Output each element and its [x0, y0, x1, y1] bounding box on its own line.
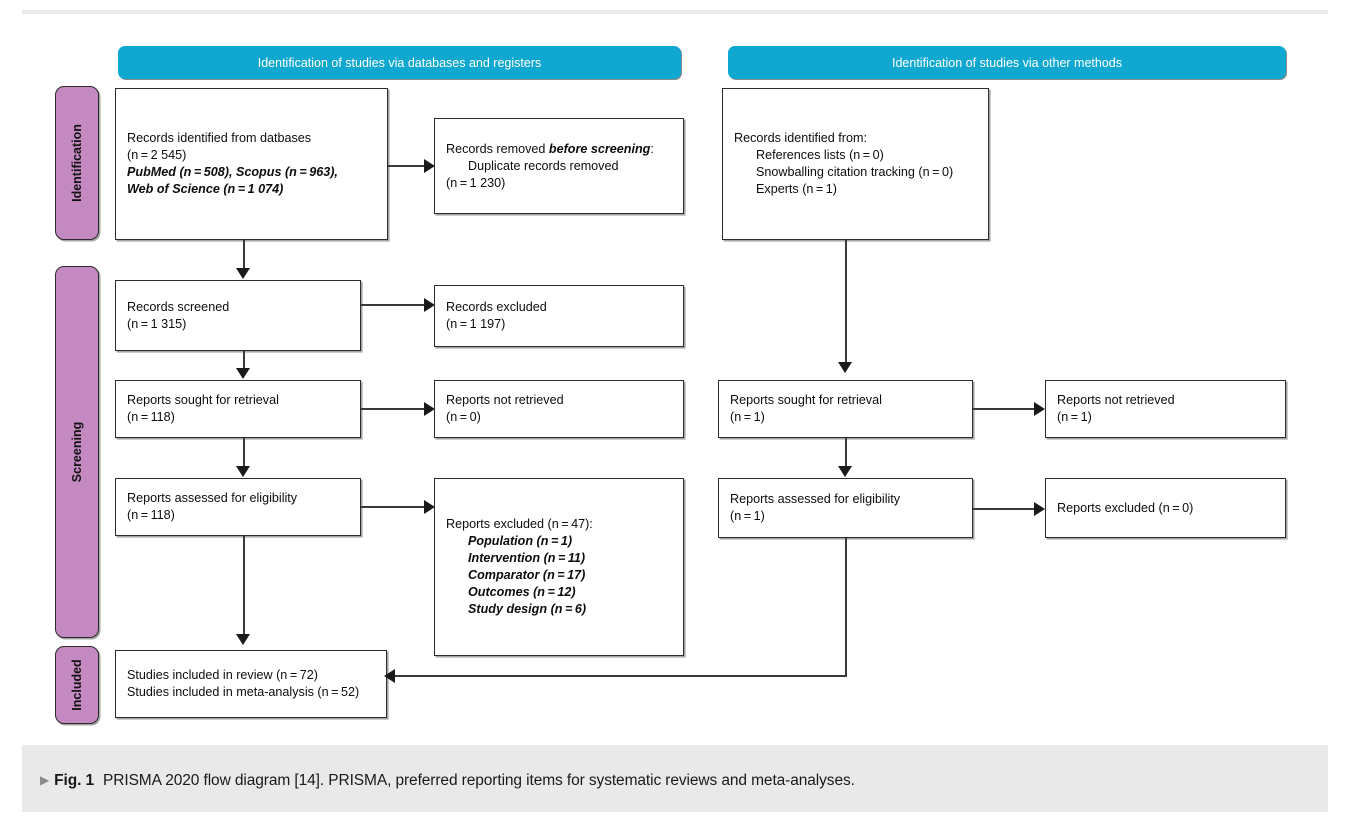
records-identified-other-snowballing: Snowballing citation tracking (n = 0)	[756, 165, 954, 179]
records-removed-line3: (n = 1 230)	[446, 175, 506, 190]
phase-tab-screening-label: Screening	[70, 421, 84, 483]
figure-caption: ▶ Fig. 1 PRISMA 2020 flow diagram [14]. PR…	[40, 772, 1310, 790]
records-identified-other-references: References lists (n = 0)	[756, 148, 884, 162]
box-reports-not-retrieved-left: Reports not retrieved (n = 0)	[434, 380, 684, 438]
phase-tab-identification: Identification	[55, 86, 99, 240]
caption-band	[22, 752, 1328, 812]
records-excluded-line1: Records excluded	[446, 300, 547, 314]
arrow-l3-to-l4	[236, 466, 250, 477]
records-removed-line2: Duplicate records removed	[468, 158, 619, 173]
records-identified-other-experts: Experts (n = 1)	[756, 182, 837, 196]
box-reports-sought-right: Reports sought for retrieval (n = 1)	[718, 380, 973, 438]
reports-excluded-right-line1: Reports excluded (n = 0)	[1057, 500, 1194, 515]
reports-sought-left-line1: Reports sought for retrieval	[127, 393, 279, 407]
box-reports-assessed-right: Reports assessed for eligibility (n = 1)	[718, 478, 973, 538]
caption-triangle-icon: ▶	[40, 773, 50, 787]
arrow-l2-to-l2x	[424, 298, 435, 312]
arrow-r3-to-r3x	[1034, 502, 1045, 516]
box-records-identified-databases: Records identified from datbases (n = 2 …	[115, 88, 388, 240]
phase-tab-included-label: Included	[70, 659, 84, 711]
records-screened-line2: (n = 1 315)	[127, 316, 187, 331]
arrow-l4-to-l4x	[424, 500, 435, 514]
box-records-screened: Records screened (n = 1 315)	[115, 280, 361, 351]
reports-assessed-left-line1: Reports assessed for eligibility	[127, 491, 298, 505]
connector-l1-to-l2	[243, 240, 245, 270]
reports-excluded-heading: Reports excluded (n = 47):	[446, 517, 593, 531]
records-identified-line3: PubMed (n = 508), Scopus (n = 963),	[127, 165, 338, 179]
records-removed-line1-prefix: Records removed	[446, 141, 549, 156]
records-identified-line2: (n = 2 545)	[127, 148, 187, 162]
connector-l4-to-l5	[243, 536, 245, 635]
arrow-l1-to-l2	[236, 268, 250, 279]
caption-text: PRISMA 2020 flow diagram [14]. PRISMA, p…	[103, 772, 855, 789]
box-reports-not-retrieved-right: Reports not retrieved (n = 1)	[1045, 380, 1286, 438]
box-studies-included: Studies included in review (n = 72) Stud…	[115, 650, 387, 718]
connector-l2-to-l3	[243, 351, 245, 370]
studies-included-review: Studies included in review (n = 72)	[127, 668, 318, 682]
phase-tab-identification-label: Identification	[70, 124, 84, 202]
arrow-l2-to-l3	[236, 368, 250, 379]
connector-r3-to-r3x	[973, 508, 1035, 510]
arrow-l3-to-l3x	[424, 402, 435, 416]
reports-excluded-reason-intervention: Intervention (n = 11)	[468, 551, 586, 565]
reports-sought-right-line1: Reports sought for retrieval	[730, 393, 882, 407]
records-screened-line1: Records screened	[127, 299, 230, 314]
column-header-other-methods-label: Identification of studies via other meth…	[892, 55, 1122, 70]
column-header-databases-label: Identification of studies via databases …	[257, 55, 542, 70]
reports-excluded-reason-study-design: Study design (n = 6)	[468, 602, 587, 616]
connector-r3-elbow-vertical	[845, 538, 847, 677]
column-header-other-methods: Identification of studies via other meth…	[728, 46, 1286, 79]
arrow-l1-to-l1x	[424, 159, 435, 173]
reports-not-retrieved-left-line1: Reports not retrieved	[446, 393, 564, 407]
arrow-l4-to-l5	[236, 634, 250, 645]
reports-not-retrieved-right-line1: Reports not retrieved	[1057, 393, 1175, 407]
records-removed-line1-suffix: :	[650, 141, 654, 156]
box-records-removed-before-screening: Records removed before screening: Duplic…	[434, 118, 684, 214]
connector-r2-to-r3	[845, 438, 847, 466]
box-reports-excluded-reasons: Reports excluded (n = 47): Population (n…	[434, 478, 684, 656]
records-identified-other-line1: Records identified from:	[734, 131, 867, 145]
connector-l3-to-l3x	[361, 408, 426, 410]
arrow-elbow-to-included	[384, 669, 395, 683]
records-excluded-line2: (n = 1 197)	[446, 317, 506, 331]
reports-excluded-reason-comparator: Comparator (n = 17)	[468, 568, 586, 582]
arrow-r2-to-r2x	[1034, 402, 1045, 416]
reports-sought-left-line2: (n = 118)	[127, 410, 175, 424]
reports-excluded-reason-outcomes: Outcomes (n = 12)	[468, 585, 576, 599]
reports-not-retrieved-right-line2: (n = 1)	[1057, 410, 1092, 424]
studies-included-meta: Studies included in meta-analysis (n = 5…	[127, 685, 360, 699]
box-reports-excluded-right: Reports excluded (n = 0)	[1045, 478, 1286, 538]
arrow-r1-to-r2	[838, 362, 852, 373]
column-header-databases: Identification of studies via databases …	[118, 46, 681, 79]
connector-l3-to-l4	[243, 438, 245, 466]
reports-excluded-reason-population: Population (n = 1)	[468, 534, 573, 548]
phase-tab-included: Included	[55, 646, 99, 724]
caption-figure-label: Fig. 1	[54, 772, 95, 789]
connector-r2-to-r2x	[973, 408, 1035, 410]
records-identified-line1: Records identified from datbases	[127, 131, 312, 145]
connector-r1-to-r2	[845, 240, 847, 364]
records-identified-line4: Web of Science (n = 1 074)	[127, 182, 284, 196]
records-removed-line1-emph: before screening	[548, 141, 651, 156]
reports-assessed-right-line2: (n = 1)	[730, 509, 765, 523]
connector-r3-elbow-horizontal	[394, 675, 847, 677]
arrow-r2-to-r3	[838, 466, 852, 477]
phase-tab-screening: Screening	[55, 266, 99, 638]
connector-l1-to-l1x	[388, 165, 426, 167]
box-records-identified-other: Records identified from: References list…	[722, 88, 989, 240]
connector-l4-to-l4x	[361, 506, 426, 508]
box-reports-sought-left: Reports sought for retrieval (n = 118)	[115, 380, 361, 438]
box-records-excluded: Records excluded (n = 1 197)	[434, 285, 684, 347]
reports-sought-right-line2: (n = 1)	[730, 410, 765, 424]
reports-assessed-right-line1: Reports assessed for eligibility	[730, 492, 901, 506]
reports-not-retrieved-left-line2: (n = 0)	[446, 410, 481, 424]
box-reports-assessed-left: Reports assessed for eligibility (n = 11…	[115, 478, 361, 536]
connector-l2-to-l2x	[361, 304, 426, 306]
reports-assessed-left-line2: (n = 118)	[127, 508, 175, 522]
